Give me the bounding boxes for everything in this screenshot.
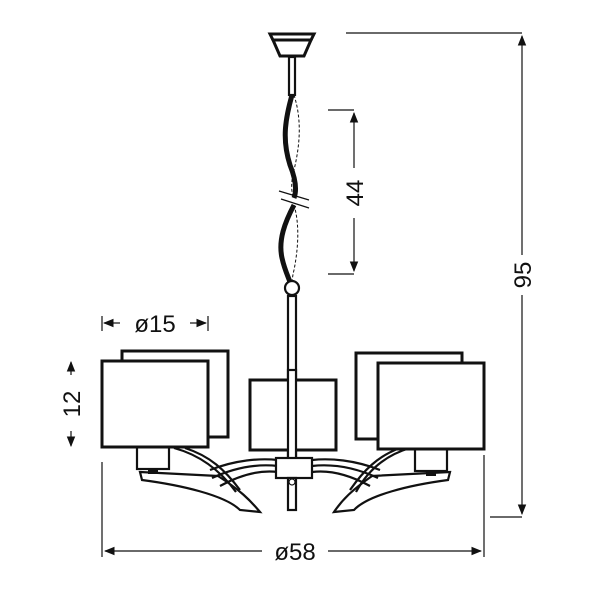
lamp-shade-front-left — [100, 359, 210, 474]
dimension-chain-length: 44 — [328, 109, 369, 275]
suspension-rod — [287, 55, 297, 97]
lamp-shade-front-right — [376, 361, 486, 476]
dimension-overall-height: 95 — [346, 32, 537, 518]
dimension-label-shade-height: 12 — [59, 391, 86, 418]
curved-arms — [138, 446, 452, 514]
dimension-overall-diameter: ø58 — [101, 455, 485, 566]
chain-with-cable — [278, 94, 310, 297]
dimension-label-chain: 44 — [342, 180, 369, 207]
dimension-shade-diameter: ø15 — [101, 311, 209, 338]
dimension-label-height: 95 — [510, 262, 537, 289]
dimension-label-overall-diameter: ø58 — [274, 539, 315, 566]
lamp-shade-center — [248, 368, 338, 464]
dimension-label-shade-diameter: ø15 — [134, 311, 175, 338]
dimension-shade-height: 12 — [59, 360, 86, 448]
ceiling-canopy — [267, 32, 317, 58]
